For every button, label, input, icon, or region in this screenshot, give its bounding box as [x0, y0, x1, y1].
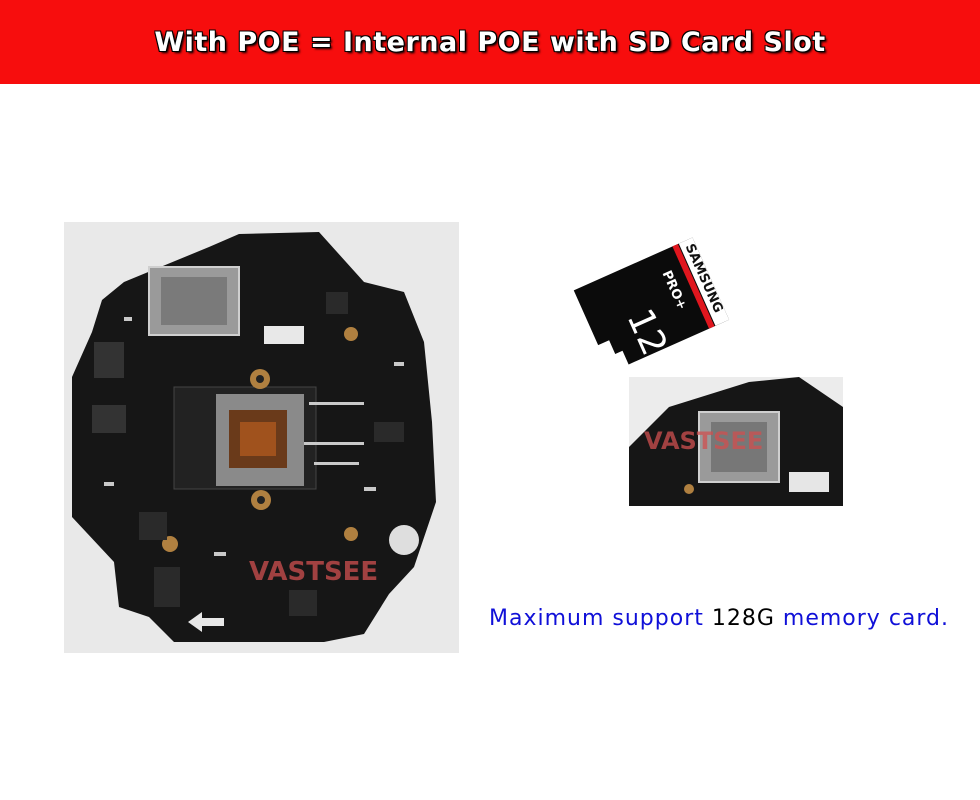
memory-card-caption: Maximum support 128G memory card.	[489, 606, 949, 631]
sd-slot-closeup-photo: VASTSEE	[629, 377, 843, 506]
samsung-sd-card: 128 PRO+ SAMSUNG	[566, 223, 746, 383]
banner-title: With POE = Internal POE with SD Card Slo…	[154, 26, 826, 58]
camera-board-photo: VASTSEE	[64, 222, 459, 653]
board-watermark: VASTSEE	[249, 557, 378, 587]
caption-part3: memory card.	[774, 606, 950, 631]
inset-watermark: VASTSEE	[644, 427, 763, 455]
title-banner: With POE = Internal POE with SD Card Slo…	[0, 0, 980, 84]
caption-part1: Maximum support	[489, 606, 712, 631]
caption-capacity: 128G	[711, 606, 775, 631]
